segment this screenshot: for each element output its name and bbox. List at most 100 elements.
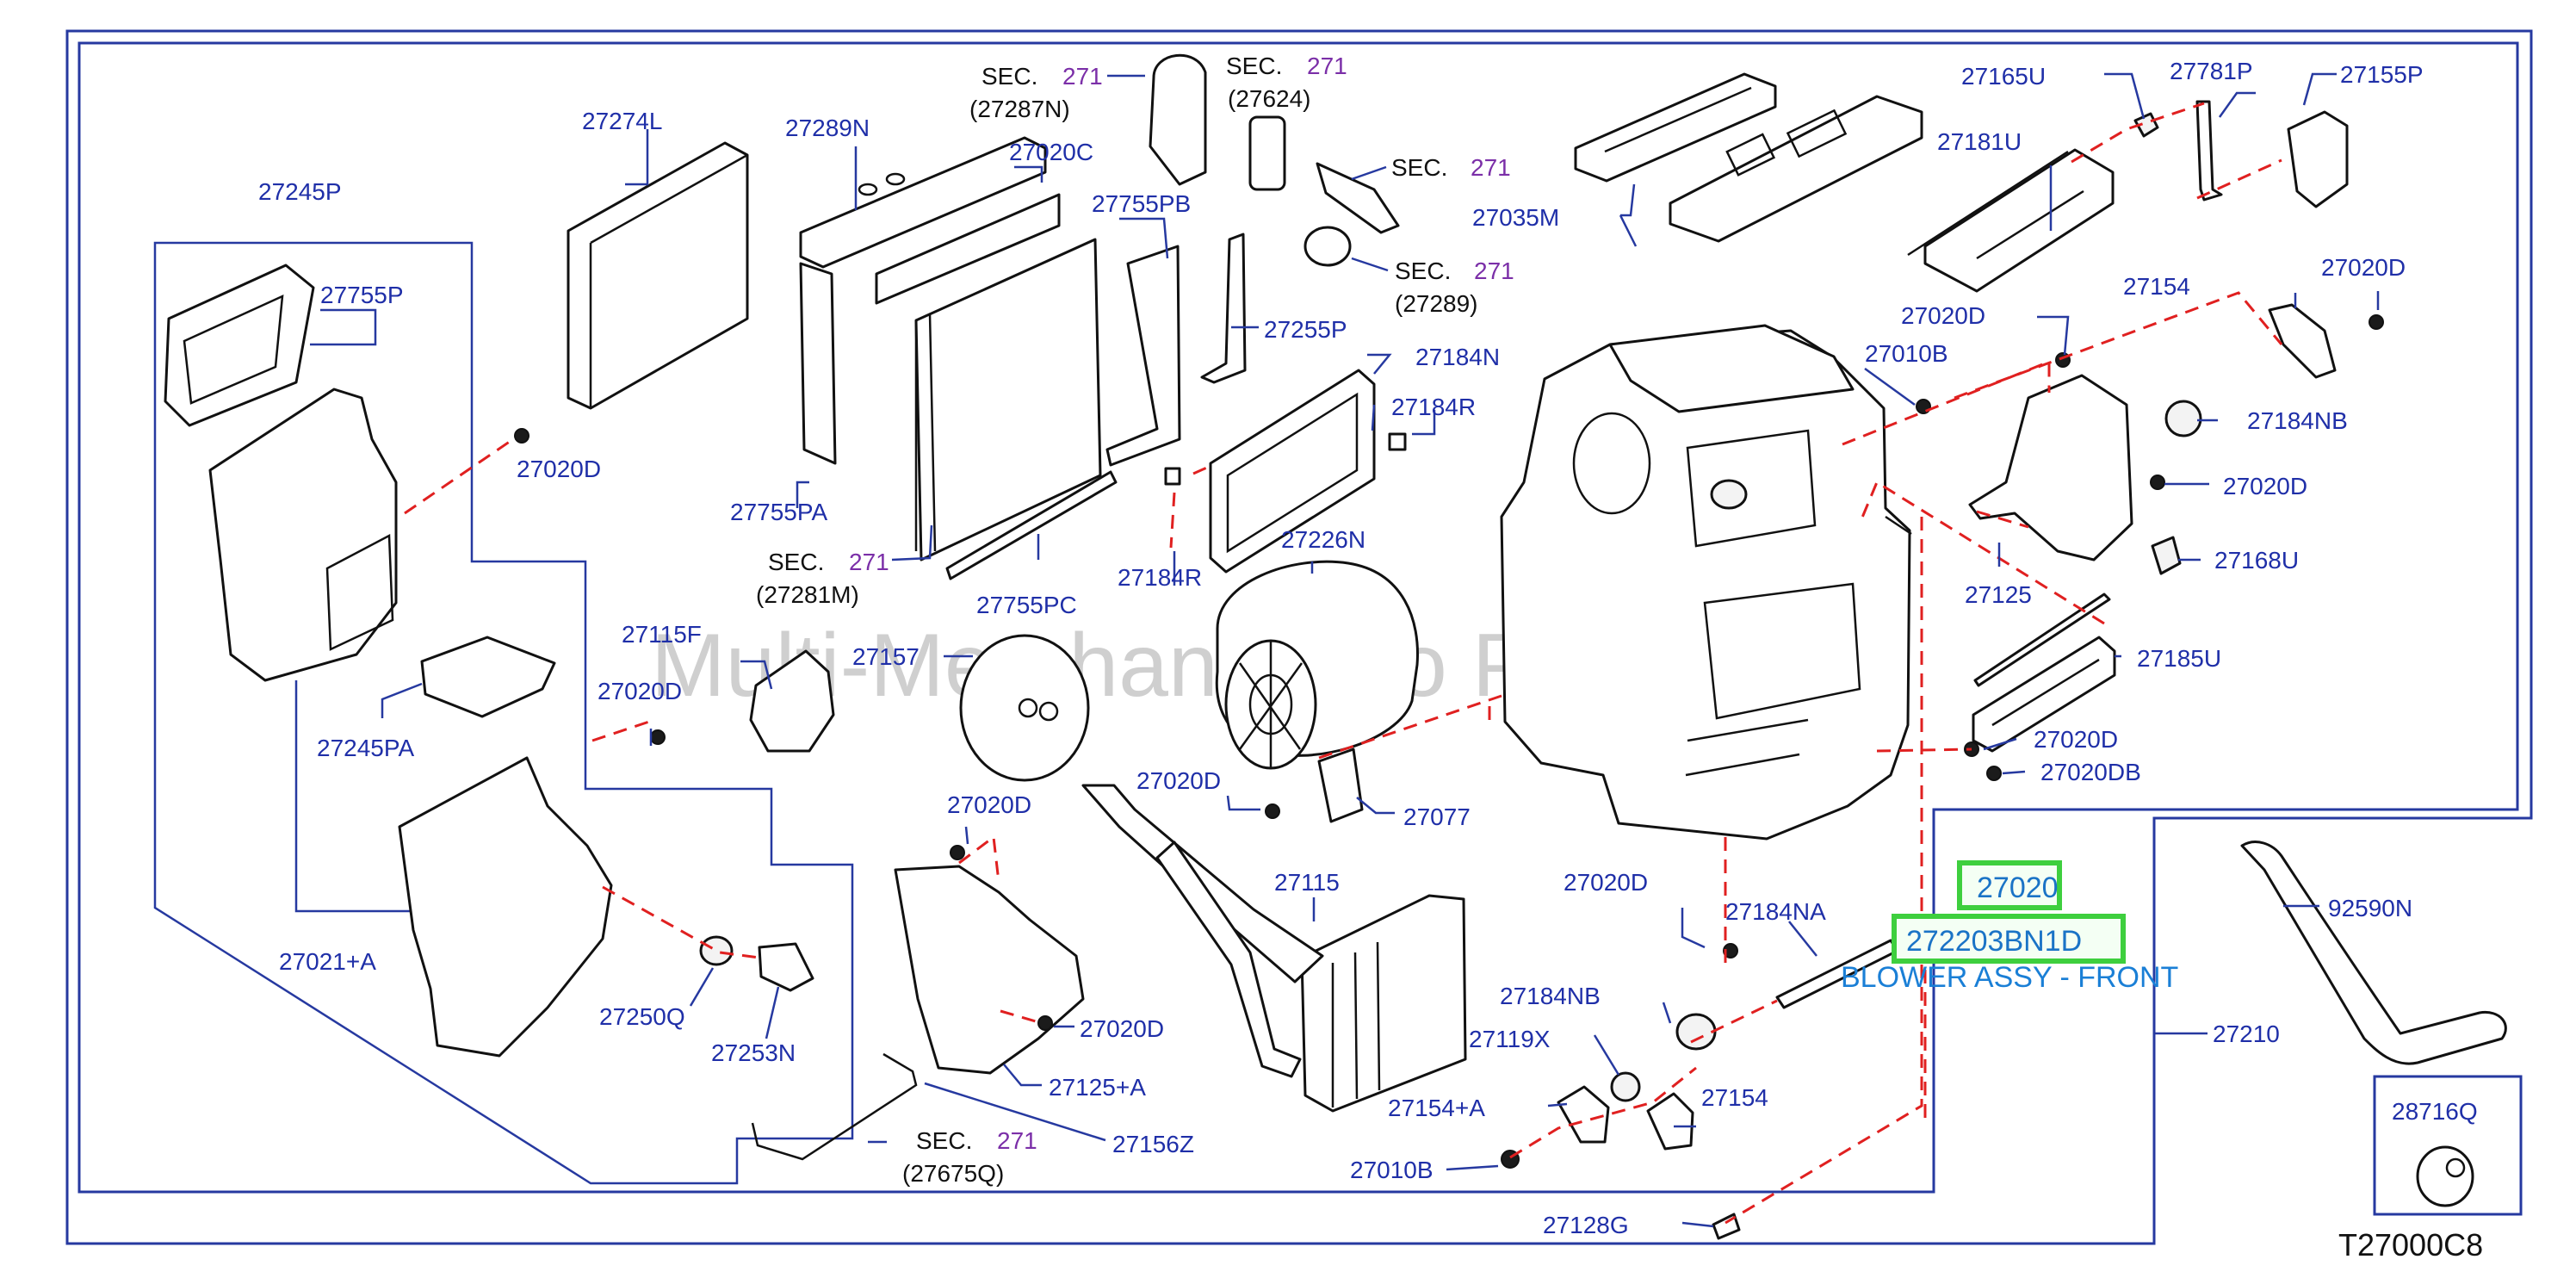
svg-text:271: 271 [1062,63,1103,90]
part-27125a [894,865,1085,1075]
bracket-27245p [153,241,854,1185]
svg-text:SEC.: SEC. [1391,154,1447,181]
label-27020d-top-mid: 27020D [1901,302,1985,329]
svg-text:(27289): (27289) [1395,290,1478,317]
part-27021a [398,756,613,1058]
part-27035m [1574,72,1923,243]
label-27755pc: 27755PC [976,592,1077,618]
label-27155p: 27155P [2340,61,2424,88]
label-27156z: 27156Z [1112,1131,1194,1157]
label-92590n: 92590N [2328,895,2412,921]
sec-ref-27289: SEC. 271 (27289) [1351,257,1514,317]
label-27755pa: 27755PA [730,499,827,525]
svg-text:SEC.: SEC. [768,549,824,575]
label-27245pa: 27245PA [317,735,414,761]
part-27157 [959,634,1090,782]
part-27184r-a [1388,432,1407,451]
highlight-box-272203bn1d[interactable] [1892,914,2126,964]
part-27119x [1675,1013,1717,1051]
svg-text:271: 271 [1307,53,1347,79]
label-27010b-bottom: 27010B [1350,1157,1434,1183]
leader-lines [310,72,2380,1228]
label-27020d-bottom: 27020D [1564,869,1648,896]
part-27255p [1200,233,1247,384]
label-27115: 27115 [1274,869,1340,896]
sec-ref-27287n: SEC. 271 (27287N) [969,63,1145,122]
part-27185u [1972,592,2116,753]
outer-frame [65,29,2533,1245]
part-evaporator [799,136,1118,580]
label-27020d-lower-right: 27020D [2034,726,2118,753]
svg-text:(27281M): (27281M) [756,581,859,608]
svg-text:(27287N): (27287N) [969,96,1070,122]
part-27184nb-right [2164,400,2202,437]
label-27184n: 27184N [1415,344,1500,370]
part-27154-right [2268,303,2337,379]
part-27154a [1557,1085,1610,1144]
label-27020d-mid: 27020D [1136,767,1221,794]
label-27020d-right: 27020D [2223,473,2307,499]
part-27184n [1209,369,1376,574]
label-27185u: 27185U [2137,645,2221,672]
part-27125 [1968,374,2133,561]
label-27755p: 27755P [320,282,404,308]
label-28716q: 28716Q [2392,1098,2478,1125]
label-27184na: 27184NA [1725,898,1826,925]
part-27226n-blower-motor [1215,560,1419,770]
label-27184nb-right: 27184NB [2247,407,2348,434]
label-27020d-center: 27020D [947,791,1031,818]
part-27245pa [420,636,556,718]
part-27781p [2195,100,2223,202]
svg-text:SEC.: SEC. [916,1127,972,1154]
label-27255p: 27255P [1264,316,1347,343]
part-27156z [751,1052,918,1161]
part-sec-271-c [1316,162,1400,234]
highlight-full-part-number[interactable]: 272203BN1D [1906,925,2082,958]
label-27154-top: 27154 [2123,273,2190,300]
label-27010b-top: 27010B [1865,340,1948,367]
svg-text:SEC.: SEC. [1226,53,1282,79]
part-27115-heater-core [1081,784,1467,1113]
part-27154-lower [1646,1092,1694,1151]
blower-assy-description: BLOWER ASSY - FRONT [1841,961,2178,994]
label-27020d-left: 27020D [517,456,601,482]
label-27165u: 27165U [1961,63,2046,90]
highlight-part-number[interactable]: 27020 [1977,872,2059,904]
label-27184r-top: 27184R [1391,394,1476,420]
label-27020c: 27020C [1009,139,1093,165]
part-27184nb-lower [1610,1071,1641,1102]
part-27165u [2133,112,2159,138]
label-27157: 27157 [852,643,920,670]
sec-ref-27624: SEC. 271 (27624) [1226,53,1347,112]
label-27020d-top-right: 27020D [2321,254,2406,281]
highlight-box-27020[interactable] [1957,860,2062,910]
part-27181u [1907,148,2115,293]
part-27184r-b [1164,467,1181,486]
sec-ref-27675q: SEC. 271 (27675Q) [902,1127,1037,1187]
svg-text:(27624): (27624) [1228,85,1311,112]
svg-text:SEC.: SEC. [981,63,1037,90]
label-27128g: 27128G [1543,1212,1629,1238]
label-27274l: 27274L [582,108,662,134]
bracket-27021 [294,680,425,913]
label-27226n: 27226N [1281,526,1365,553]
part-27077 [1317,748,1364,823]
label-27154a: 27154+A [1388,1095,1485,1121]
sec-ref-27281m: SEC. 271 (27281M) [756,524,933,608]
part-heater-case [1500,324,1912,841]
label-27781p: 27781P [2170,58,2253,84]
label-27020d-lower: 27020D [1080,1015,1164,1042]
label-27250q: 27250Q [599,1003,685,1030]
svg-text:(27675Q): (27675Q) [902,1160,1004,1187]
label-27020d-mid-left: 27020D [598,678,682,704]
label-27035m: 27035M [1472,204,1559,231]
svg-text:271: 271 [1474,257,1514,284]
part-27155p [2287,110,2349,208]
label-27168u: 27168U [2214,547,2299,574]
inner-frame [77,41,2519,1194]
part-27274l-filter [567,141,749,410]
label-27021a: 27021+A [279,948,376,975]
label-27077: 27077 [1403,803,1471,830]
sec-ref-271-c: SEC. 271 [1351,154,1511,181]
